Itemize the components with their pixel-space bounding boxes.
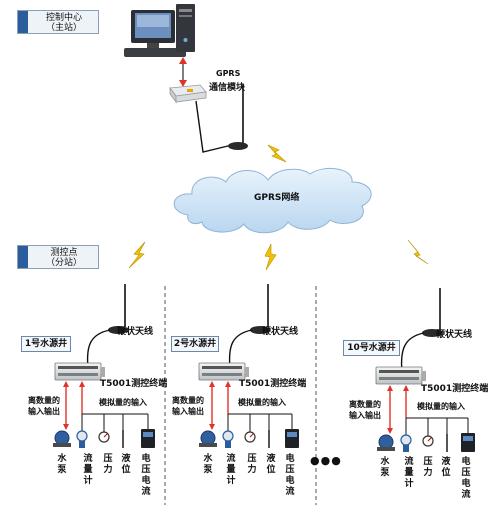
pump-base [377,447,395,451]
station1-digital-label-2: 输入输出 [28,407,60,416]
station3-antenna-label: 鞭状天线 [436,330,473,340]
station1-antenna-label: 鞭状天线 [117,327,154,337]
gprs-module-label-2: 通信模块 [209,83,246,93]
analog-input-arrow-head [225,381,231,387]
station3-digital-label-1: 离数量的 [349,400,381,409]
station2-digital-label-2: 输入输出 [172,407,204,416]
station3-analog-label: 模拟量的输入 [417,402,465,411]
station2-digital-label-1: 离数量的 [172,396,204,405]
station3-device-level: 液位 [441,457,451,478]
station1-device-level: 液位 [121,454,131,475]
master-station-subtitle: （主站） [45,23,82,33]
station3-device-flowmeter: 流量计 [404,457,414,489]
station1-wiring [53,381,155,448]
station1-plc [54,362,105,381]
station1-analog-label: 模拟量的输入 [99,398,147,407]
pressure-gauge-needle [249,433,254,438]
pump-icon [378,434,394,450]
station3-well-label: 10号水源井 [343,340,400,356]
digital-io-arrow-head-up [387,385,393,391]
station2-device-flowmeter: 流量计 [226,454,236,486]
pump-base [53,443,71,447]
station3-device-power: 电压电流 [461,457,471,500]
pump-icon [200,430,216,446]
gprs-module-label-1: GPRS [216,69,241,78]
station3-wiring [377,385,475,452]
power-meter-icon [141,429,155,448]
flowmeter-icon [400,434,412,446]
digital-io-arrow-head-up [209,381,215,387]
pump-base [199,443,217,447]
station2-device-power: 电压电流 [285,454,295,497]
gprs-cloud [173,167,372,234]
station2-device-level: 液位 [266,454,276,475]
station1-digital-label-1: 离数量的 [28,396,60,405]
pressure-gauge-needle [427,437,432,442]
master-station-marker [18,11,28,33]
station3-plc [375,366,426,385]
station1-device-power: 电压电流 [141,454,151,497]
station2-device-pump: 水泵 [203,454,213,475]
gprs-modem-icon [169,84,207,104]
pressure-gauge-needle [103,433,108,438]
more-stations-ellipsis: ●●● [310,454,342,467]
gprs-network-label: GPRS网络 [254,193,300,203]
station1-device-pump: 水泵 [57,454,67,475]
sub-station-box: 测控点 （分站） [17,245,99,269]
analog-input-arrow-head [403,385,409,391]
pump-icon [54,430,70,446]
sub-station-title: 测控点 [50,248,78,258]
station2-device-pressure: 压力 [247,454,257,475]
station2-analog-label: 模拟量的输入 [238,398,286,407]
flowmeter-body [403,445,409,452]
sub-station-marker [18,246,28,268]
station2-plc [198,362,249,381]
power-meter-icon [285,429,299,448]
station3-device-pressure: 压力 [423,457,433,478]
station2-antenna-label: 鞭状天线 [262,327,299,337]
station1-terminal-label: T5001测控终端 [100,379,168,389]
station3-digital-label-2: 输入输出 [349,411,381,420]
master-station-title: 控制中心 [45,13,82,23]
sub-station-subtitle: （分站） [45,258,82,268]
power-meter-display [287,432,297,437]
station1-device-flowmeter: 流量计 [83,454,93,486]
power-meter-display [463,436,473,441]
flowmeter-icon [76,430,88,442]
flowmeter-body [225,441,231,448]
digital-io-arrow-head-down [63,424,69,430]
power-meter-display [143,432,153,437]
flowmeter-icon [222,430,234,442]
computer-icon [124,4,195,57]
power-meter-icon [461,433,475,452]
flowmeter-body [79,441,85,448]
station1-device-pressure: 压力 [103,454,113,475]
station3-device-pump: 水泵 [380,457,390,478]
station3-terminal-label: T5001测控终端 [421,384,489,394]
station2-wiring [199,381,299,448]
station1-well-label: 1号水源井 [21,336,71,352]
master-station-box: 控制中心 （主站） [17,10,99,34]
station2-terminal-label: T5001测控终端 [239,379,307,389]
digital-io-arrow-head-up [63,381,69,387]
digital-io-arrow-head-down [209,424,215,430]
digital-io-arrow-head-down [387,428,393,434]
analog-input-arrow-head [79,381,85,387]
station2-well-label: 2号水源井 [171,336,219,352]
